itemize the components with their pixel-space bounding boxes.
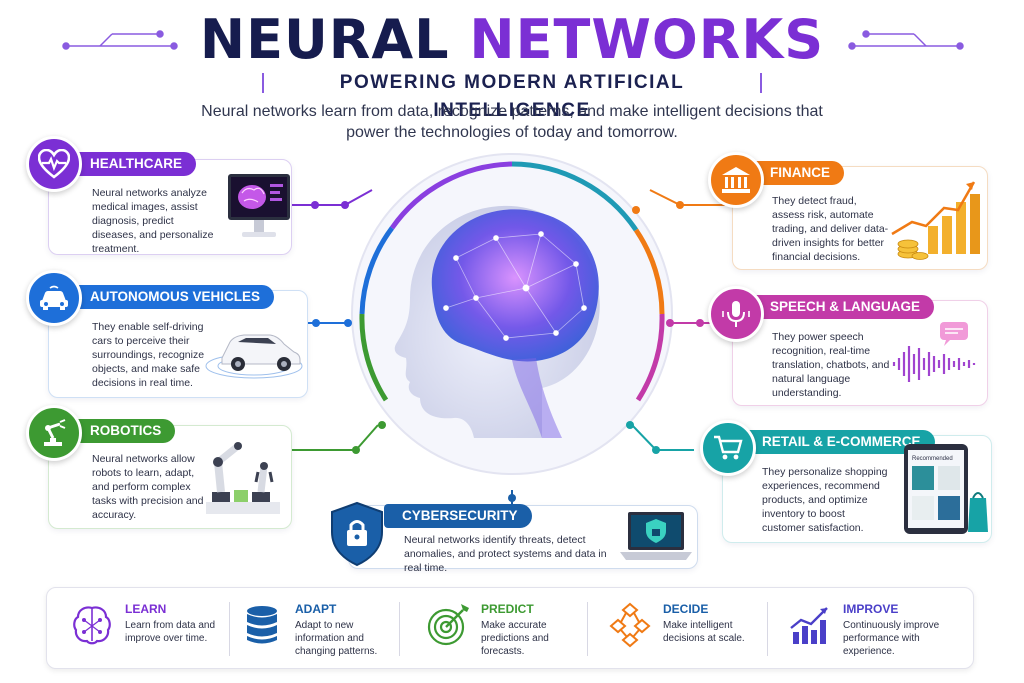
pillar-learn-title: LEARN: [125, 602, 167, 616]
retail-ecommerce-label: RETAIL & E-COMMERCE: [728, 430, 935, 454]
finance-description: They detect fraud, assess risk, automate…: [772, 195, 889, 263]
pillar-divider: [587, 602, 588, 656]
pillar-divider: [399, 602, 400, 656]
pillar-predict: PREDICT Make accurate predictions and fo…: [425, 588, 585, 670]
healthcare-description: Neural networks analyze medical images, …: [92, 187, 214, 255]
page-subtitle: POWERING MODERN ARTIFICIAL INTELLIGENCE: [262, 69, 762, 121]
pillar-predict-description: Make accurate predictions and forecasts.: [481, 620, 549, 657]
growth-chart-icon: [790, 607, 828, 644]
bank-icon: [708, 152, 764, 208]
pillar-decide: DECIDE Make intelligent decisions at sca…: [607, 588, 767, 670]
speech-language-label: SPEECH & LANGUAGE: [736, 295, 935, 319]
page-title: NEURAL NETWORKS: [0, 10, 1024, 70]
title-part-networks: NETWORKS: [469, 8, 825, 71]
brain-icon: [73, 606, 111, 645]
retail-ecommerce-description: They personalize shopping experiences, r…: [762, 466, 888, 534]
pillar-decide-title: DECIDE: [663, 602, 709, 616]
microphone-icon: [708, 286, 764, 342]
robot-arms-illustration: [206, 442, 280, 514]
pillar-adapt-description: Adapt to new information and changing pa…: [295, 620, 378, 657]
robotics-description: Neural networks allow robots to learn, a…: [92, 453, 204, 521]
pillar-learn-description: Learn from data and improve over time.: [125, 620, 216, 644]
database-icon: [247, 606, 277, 644]
secure-laptop-illustration: [620, 512, 692, 560]
sound-wave-illustration: [892, 322, 976, 382]
robot-arm-icon: [26, 405, 82, 461]
pillar-decide-description: Make intelligent decisions at scale.: [663, 620, 745, 644]
autonomous-vehicles-description: They enable self-driving cars to perceiv…: [92, 321, 205, 389]
pillar-improve-title: IMPROVE: [843, 602, 899, 616]
pillar-improve: IMPROVE Continuously improve performance…: [787, 588, 957, 670]
title-part-neural: NEURAL: [199, 8, 450, 71]
pillar-divider: [767, 602, 768, 656]
pillar-adapt: ADAPT Adapt to new information and chang…: [239, 588, 399, 670]
shield-lock-icon: [331, 501, 383, 567]
cybersecurity-description: Neural networks identify threats, detect…: [404, 534, 607, 574]
circuit-decoration-left: [62, 30, 178, 50]
pillar-divider: [229, 602, 230, 656]
intro-text: Neural networks learn from data, recogni…: [201, 103, 823, 141]
autonomous-vehicles-label: AUTONOMOUS VEHICLES: [56, 285, 275, 309]
pillar-adapt-title: ADAPT: [295, 602, 337, 616]
target-icon: [427, 604, 469, 646]
circuit-decoration-right: [848, 30, 964, 50]
speech-language-description: They power speech recognition, real-time…: [772, 331, 890, 399]
pillar-learn: LEARN Learn from data and improve over t…: [69, 588, 229, 670]
car-icon: [26, 270, 82, 326]
shopping-tablet-illustration: Recommended: [904, 444, 988, 534]
tablet-recommended-text: Recommended: [912, 456, 953, 462]
pillar-improve-description: Continuously improve performance with ex…: [843, 620, 940, 657]
medical-monitor-illustration: [228, 174, 290, 237]
shopping-cart-icon: [700, 420, 756, 476]
core-capabilities-bar: LEARN Learn from data and improve over t…: [46, 587, 974, 669]
cybersecurity-label: CYBERSECURITY: [384, 504, 532, 528]
finance-growth-illustration: [891, 181, 980, 260]
heart-pulse-icon: [26, 136, 82, 192]
self-driving-car-illustration: [205, 334, 303, 379]
decision-tree-icon: [609, 602, 651, 648]
central-brain-illustration: [351, 153, 673, 475]
pillar-predict-title: PREDICT: [481, 602, 534, 616]
